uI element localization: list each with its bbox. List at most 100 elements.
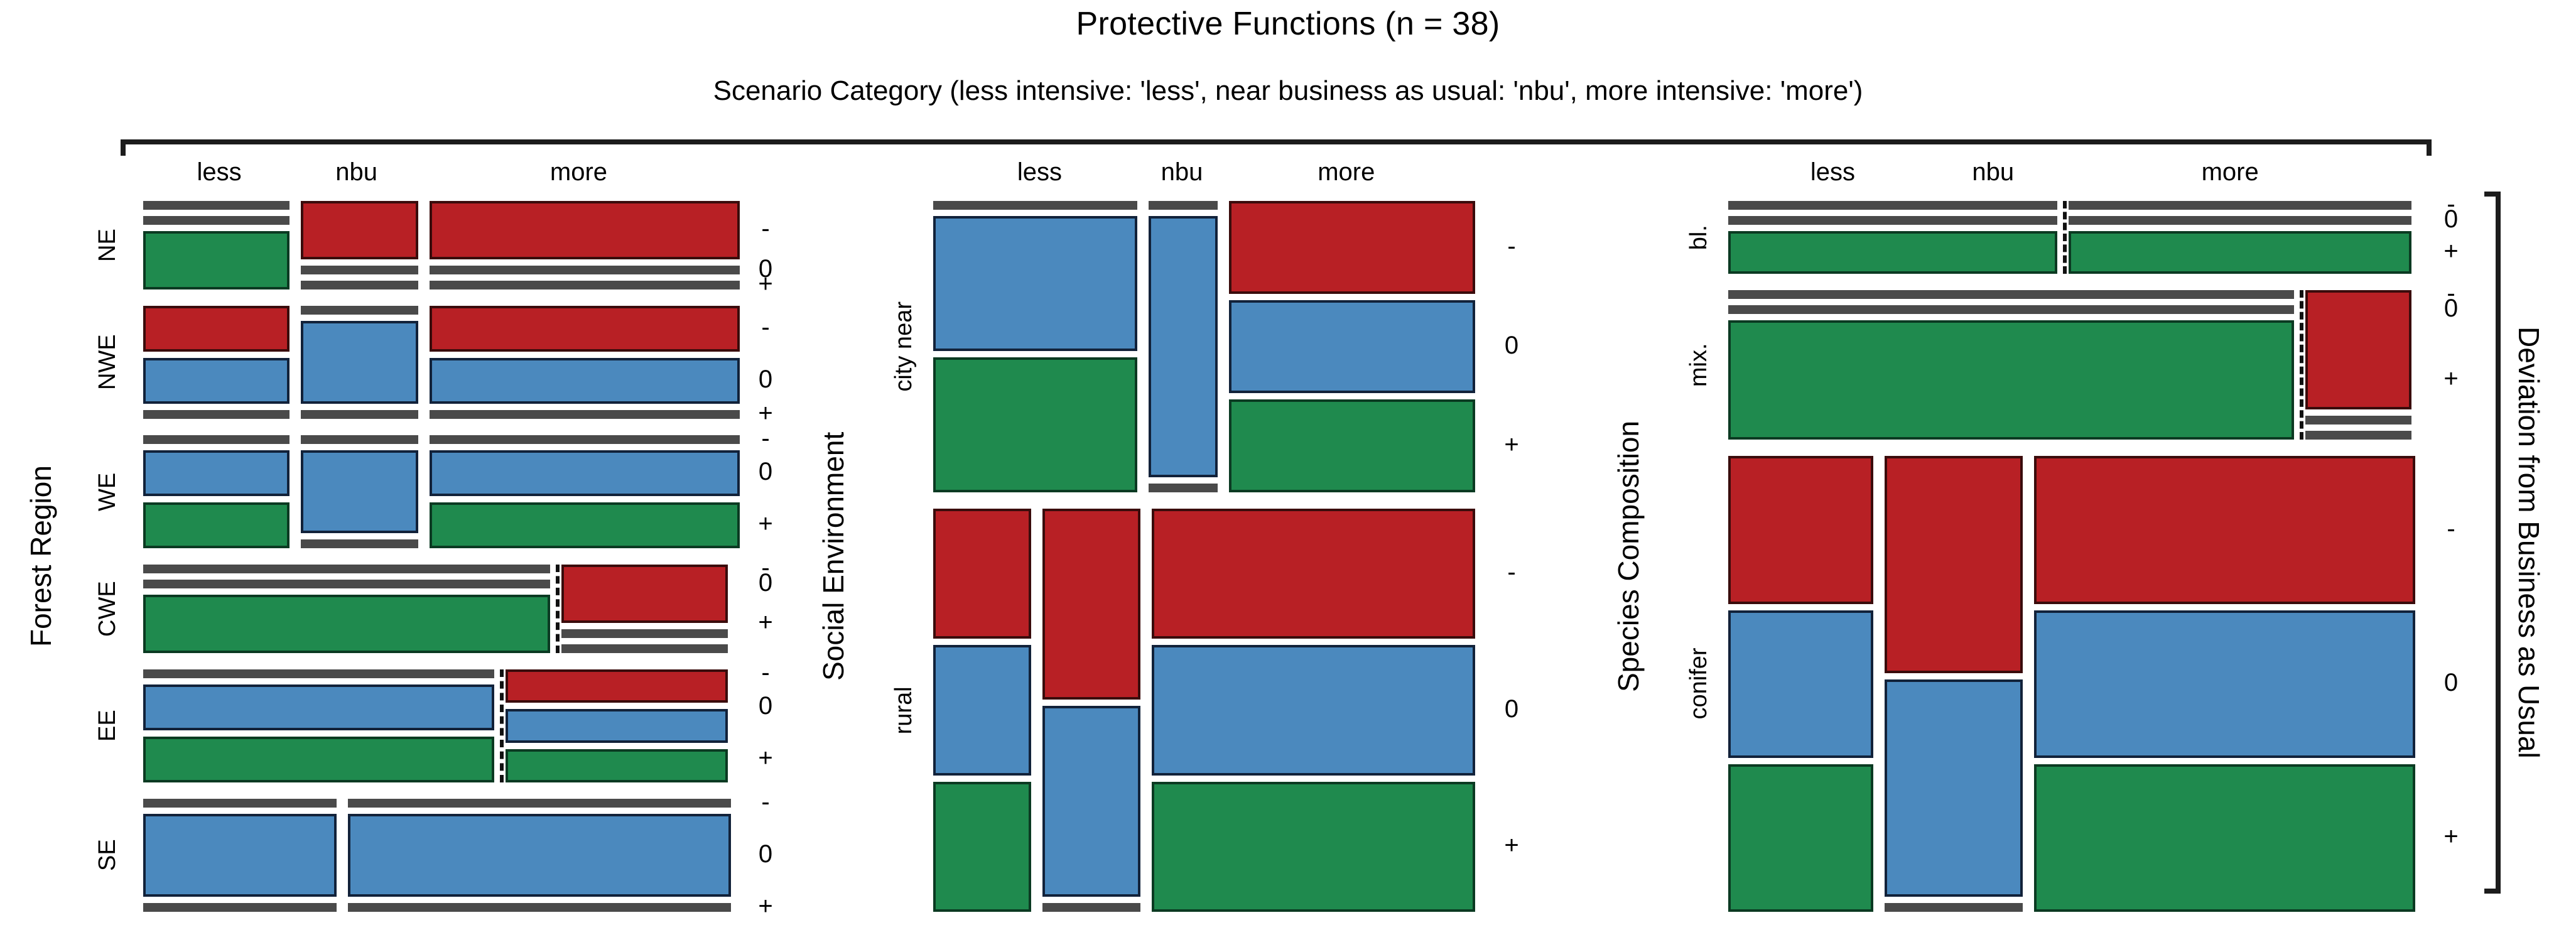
mosaic-tile-+[interactable] — [143, 902, 337, 912]
mosaic-tile--[interactable] — [1728, 290, 2294, 300]
mosaic-tile-0[interactable] — [1884, 679, 2023, 897]
mosaic-tile--[interactable] — [143, 669, 495, 678]
mosaic-tile--[interactable] — [301, 435, 419, 444]
mosaic-tile-+[interactable] — [1152, 781, 1476, 912]
mosaic-cell-nbu[interactable] — [301, 305, 419, 419]
mosaic-tile--[interactable] — [1228, 201, 1476, 294]
mosaic-cell-less[interactable] — [143, 669, 495, 782]
mosaic-cell-less[interactable] — [933, 201, 1137, 492]
mosaic-tile-0[interactable] — [143, 580, 550, 588]
mosaic-cell-nbu[interactable] — [1884, 456, 2023, 912]
mosaic-tile-+[interactable] — [430, 280, 740, 289]
mosaic-tile--[interactable] — [561, 565, 728, 623]
mosaic-tile--[interactable] — [301, 305, 419, 315]
mosaic-cell-nbu[interactable] — [301, 435, 419, 548]
mosaic-tile--[interactable] — [506, 669, 728, 703]
mosaic-tile-0[interactable] — [301, 450, 419, 533]
mosaic-tile-+[interactable] — [2069, 231, 2412, 274]
mosaic-tile-+[interactable] — [430, 409, 740, 419]
mosaic-tile-+[interactable] — [301, 539, 419, 548]
mosaic-tile-+[interactable] — [1728, 764, 1873, 912]
mosaic-cell-more[interactable] — [430, 305, 740, 419]
mosaic-cell-less[interactable] — [1728, 456, 1873, 912]
mosaic-tile-+[interactable] — [1042, 902, 1141, 912]
mosaic-cell-less[interactable] — [143, 201, 290, 289]
mosaic-tile--[interactable] — [1884, 456, 2023, 674]
mosaic-cell-more[interactable] — [2069, 201, 2412, 274]
mosaic-tile-+[interactable] — [933, 781, 1032, 912]
mosaic-tile-+[interactable] — [561, 644, 728, 653]
mosaic-tile-+[interactable] — [143, 409, 290, 419]
mosaic-tile-+[interactable] — [1728, 320, 2294, 440]
mosaic-tile-0[interactable] — [1042, 705, 1141, 897]
mosaic-cell-less[interactable] — [143, 798, 337, 912]
mosaic-tile--[interactable] — [2034, 456, 2415, 604]
mosaic-tile-0[interactable] — [430, 357, 740, 404]
mosaic-tile--[interactable] — [143, 201, 290, 210]
mosaic-tile-+[interactable] — [143, 736, 495, 782]
mosaic-tile-0[interactable] — [933, 645, 1032, 776]
mosaic-tile-0[interactable] — [1728, 305, 2294, 315]
mosaic-tile-0[interactable] — [143, 684, 495, 730]
mosaic-tile-+[interactable] — [430, 502, 740, 548]
mosaic-tile-0[interactable] — [2069, 216, 2412, 225]
mosaic-tile-0[interactable] — [506, 709, 728, 743]
mosaic-cell-more[interactable] — [1228, 201, 1476, 492]
mosaic-tile--[interactable] — [933, 201, 1137, 210]
mosaic-cell-more[interactable] — [430, 435, 740, 548]
mosaic-tile--[interactable] — [347, 798, 731, 808]
mosaic-tile-0[interactable] — [561, 629, 728, 638]
mosaic-cell-more[interactable] — [561, 565, 728, 653]
mosaic-tile-+[interactable] — [1884, 902, 2023, 912]
mosaic-tile-0[interactable] — [430, 450, 740, 496]
mosaic-tile-0[interactable] — [2034, 610, 2415, 758]
mosaic-tile--[interactable] — [1728, 201, 2058, 210]
mosaic-tile-+[interactable] — [301, 409, 419, 419]
mosaic-tile-0[interactable] — [1728, 216, 2058, 225]
mosaic-tile-0[interactable] — [143, 813, 337, 897]
mosaic-cell-more[interactable] — [1152, 508, 1476, 912]
mosaic-tile--[interactable] — [430, 201, 740, 259]
mosaic-tile--[interactable] — [301, 201, 419, 259]
mosaic-cell-less[interactable] — [143, 565, 550, 653]
mosaic-tile-0[interactable] — [1148, 216, 1218, 477]
mosaic-cell-less[interactable] — [1728, 290, 2294, 440]
mosaic-cell-less[interactable] — [1728, 201, 2058, 274]
mosaic-tile-+[interactable] — [347, 902, 731, 912]
mosaic-tile--[interactable] — [1042, 508, 1141, 700]
mosaic-tile--[interactable] — [430, 305, 740, 352]
mosaic-tile--[interactable] — [2069, 201, 2412, 210]
mosaic-tile-+[interactable] — [143, 502, 290, 548]
mosaic-tile--[interactable] — [933, 508, 1032, 639]
mosaic-tile-0[interactable] — [347, 813, 731, 897]
mosaic-tile-+[interactable] — [143, 595, 550, 653]
mosaic-tile-0[interactable] — [1152, 645, 1476, 776]
mosaic-tile-+[interactable] — [2305, 431, 2412, 440]
mosaic-tile-0[interactable] — [143, 216, 290, 225]
mosaic-tile--[interactable] — [143, 305, 290, 352]
mosaic-cell-more[interactable] — [430, 201, 740, 289]
mosaic-tile-+[interactable] — [301, 280, 419, 289]
mosaic-tile-0[interactable] — [933, 216, 1137, 351]
mosaic-tile--[interactable] — [1728, 456, 1873, 604]
mosaic-cell-nbu[interactable] — [1148, 201, 1218, 492]
mosaic-tile-0[interactable] — [2305, 416, 2412, 425]
mosaic-tile-+[interactable] — [506, 749, 728, 782]
mosaic-tile--[interactable] — [1148, 201, 1218, 210]
mosaic-tile-+[interactable] — [2034, 764, 2415, 912]
mosaic-cell-less[interactable] — [933, 508, 1032, 912]
mosaic-tile-0[interactable] — [1728, 610, 1873, 758]
mosaic-tile--[interactable] — [1152, 508, 1476, 639]
mosaic-cell-less[interactable] — [143, 305, 290, 419]
mosaic-tile-+[interactable] — [933, 357, 1137, 492]
mosaic-tile--[interactable] — [430, 435, 740, 444]
mosaic-tile-+[interactable] — [1728, 231, 2058, 274]
mosaic-tile-0[interactable] — [1228, 300, 1476, 393]
mosaic-tile-+[interactable] — [1148, 483, 1218, 492]
mosaic-tile-0[interactable] — [301, 265, 419, 274]
mosaic-cell-more[interactable] — [2034, 456, 2415, 912]
mosaic-cell-nbu[interactable] — [1042, 508, 1141, 912]
mosaic-cell-more[interactable] — [506, 669, 728, 782]
mosaic-tile--[interactable] — [143, 798, 337, 808]
mosaic-cell-nbu[interactable] — [301, 201, 419, 289]
